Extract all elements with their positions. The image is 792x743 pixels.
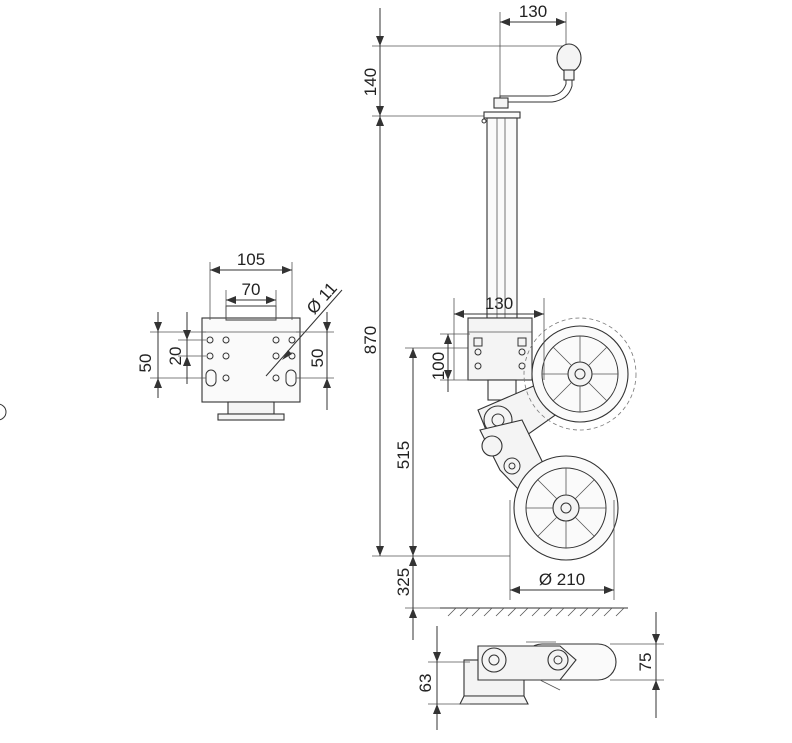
label-clamp-height: 100 <box>429 352 448 380</box>
label-total-height: 870 <box>361 326 380 354</box>
label-plate-inner-height: 20 <box>166 347 185 366</box>
label-handle-height: 140 <box>361 68 380 96</box>
wheel-diameter-dimension <box>509 500 615 600</box>
label-plate-left-height: 50 <box>136 354 155 373</box>
clamp-dimension <box>440 298 545 392</box>
label-plate-outer-width: 105 <box>237 250 265 269</box>
label-ground-clearance: 325 <box>394 568 413 596</box>
label-bottom-height-right: 75 <box>636 653 655 672</box>
label-plate-inner-width: 70 <box>242 280 261 299</box>
mounting-plate-view <box>201 305 301 421</box>
label-clamp-width: 130 <box>485 294 513 313</box>
label-wheel-diameter: Ø 210 <box>539 570 585 589</box>
main-dimension-lines <box>372 8 566 640</box>
label-wheel-height: 515 <box>394 441 413 469</box>
edge-mark <box>0 403 7 421</box>
label-plate-right-height: 50 <box>308 349 327 368</box>
bottom-view <box>459 641 617 705</box>
plate-dimensions <box>150 262 343 410</box>
top-handle-dimension <box>499 12 567 96</box>
bottom-dimensions <box>428 612 664 730</box>
jockey-wheel-body <box>467 43 637 561</box>
label-bottom-height-left: 63 <box>416 674 435 693</box>
dimension-labels: 130 140 870 130 100 515 325 Ø 210 105 70… <box>136 2 655 692</box>
ground-line <box>440 607 628 617</box>
label-handle-offset: 130 <box>519 2 547 21</box>
